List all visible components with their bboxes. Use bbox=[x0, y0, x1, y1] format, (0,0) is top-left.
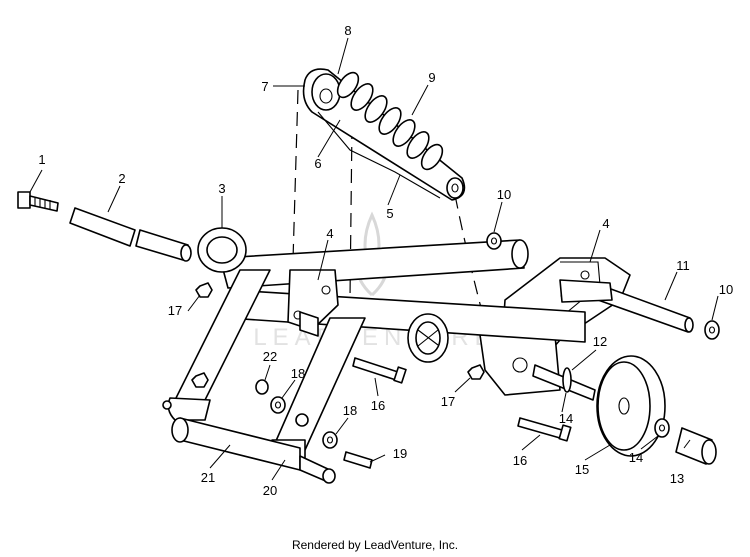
leader-lines bbox=[29, 37, 719, 481]
spring-coils bbox=[336, 71, 444, 171]
callout-10-right: 10 bbox=[719, 282, 733, 297]
callout-17: 17 bbox=[168, 303, 182, 318]
idler-wheel bbox=[532, 355, 717, 465]
callout-20: 20 bbox=[263, 483, 277, 498]
callout-21: 21 bbox=[201, 470, 215, 485]
callout-4-right: 4 bbox=[602, 216, 609, 231]
callout-8: 8 bbox=[344, 23, 351, 38]
spacer-and-tube bbox=[69, 207, 247, 273]
callout-12: 12 bbox=[593, 334, 607, 349]
callout-6: 6 bbox=[314, 156, 321, 171]
callout-18: 18 bbox=[291, 366, 305, 381]
rear-cross-tube bbox=[219, 239, 529, 289]
callout-14-right: 14 bbox=[629, 450, 643, 465]
callout-labels: 1 2 3 4 4 5 6 7 8 9 10 10 11 12 13 14 14… bbox=[38, 23, 733, 498]
callout-5: 5 bbox=[386, 206, 393, 221]
callout-11: 11 bbox=[676, 258, 690, 273]
shock-absorber bbox=[302, 68, 466, 201]
bolt-1 bbox=[17, 191, 59, 212]
callout-18-right: 18 bbox=[343, 403, 357, 418]
left-mount-bracket bbox=[287, 269, 339, 337]
bolts-16 bbox=[352, 357, 572, 442]
hardware-small bbox=[191, 282, 485, 469]
render-credit: Rendered by LeadVenture, Inc. bbox=[291, 538, 459, 552]
left-arm-frame bbox=[162, 269, 366, 484]
callout-16-right: 16 bbox=[513, 453, 527, 468]
callout-9: 9 bbox=[428, 70, 435, 85]
callout-15: 15 bbox=[575, 462, 589, 477]
axle-11 bbox=[486, 232, 720, 340]
callout-14: 14 bbox=[559, 411, 573, 426]
callout-13: 13 bbox=[670, 471, 684, 486]
callout-1: 1 bbox=[38, 152, 45, 167]
callout-19: 19 bbox=[393, 446, 407, 461]
callout-10: 10 bbox=[497, 187, 511, 202]
callout-16: 16 bbox=[371, 398, 385, 413]
callout-4: 4 bbox=[326, 226, 333, 241]
callout-7: 7 bbox=[261, 79, 268, 94]
callout-3: 3 bbox=[218, 181, 225, 196]
callout-22: 22 bbox=[263, 349, 277, 364]
callout-2: 2 bbox=[118, 171, 125, 186]
callout-17-right: 17 bbox=[441, 394, 455, 409]
